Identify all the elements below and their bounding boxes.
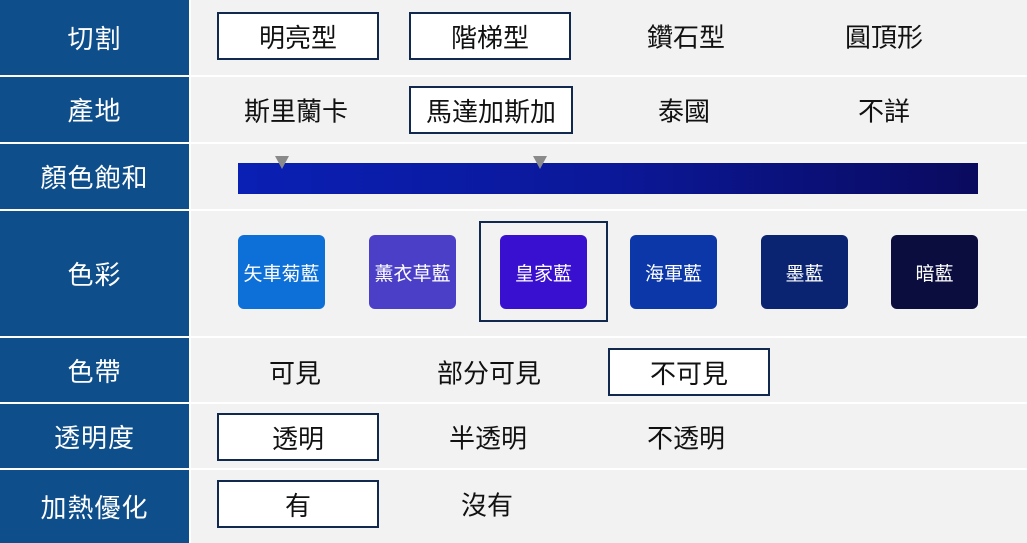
row-content-band: 可見 部分可見 不可見	[191, 338, 1027, 402]
row-content-heat: 有 沒有	[191, 470, 1027, 543]
row-band: 色帶 可見 部分可見 不可見	[0, 338, 1027, 402]
row-content-transparency: 透明 半透明 不透明	[191, 404, 1027, 468]
row-heat: 加熱優化 有 沒有	[0, 470, 1027, 543]
option-cut-step[interactable]: 階梯型	[409, 12, 571, 60]
row-color: 色彩 矢車菊藍 薰衣草藍 皇家藍 海軍藍 墨藍 暗藍	[0, 211, 1027, 336]
saturation-slider-track[interactable]	[238, 163, 978, 194]
saturation-range-end-handle[interactable]	[533, 156, 547, 169]
option-origin-unknown[interactable]: 不詳	[857, 97, 911, 128]
swatch-royal-blue[interactable]: 皇家藍	[500, 235, 587, 309]
option-origin-thailand[interactable]: 泰國	[657, 97, 711, 128]
row-label-transparency: 透明度	[0, 404, 189, 468]
option-band-visible[interactable]: 可見	[268, 359, 322, 390]
swatch-lavender-blue[interactable]: 薰衣草藍	[369, 235, 456, 309]
option-band-partial[interactable]: 部分可見	[436, 359, 542, 390]
option-band-invisible[interactable]: 不可見	[608, 348, 770, 396]
row-cut: 切割 明亮型 階梯型 鑽石型 圓頂形	[0, 0, 1027, 75]
row-origin: 產地 斯里蘭卡 馬達加斯加 泰國 不詳	[0, 77, 1027, 142]
row-content-saturation	[191, 144, 1027, 209]
row-content-cut: 明亮型 階梯型 鑽石型 圓頂形	[191, 0, 1027, 75]
swatch-dark-blue[interactable]: 暗藍	[891, 235, 978, 309]
swatch-cornflower-blue[interactable]: 矢車菊藍	[238, 235, 325, 309]
row-label-saturation: 顏色飽和	[0, 144, 189, 209]
row-label-cut: 切割	[0, 0, 189, 75]
option-cut-diamond[interactable]: 鑽石型	[646, 23, 726, 54]
option-origin-sri-lanka[interactable]: 斯里蘭卡	[243, 97, 349, 128]
row-label-origin: 產地	[0, 77, 189, 142]
option-transparency-semi[interactable]: 半透明	[448, 424, 528, 455]
color-selection-frame	[479, 221, 608, 322]
option-transparency-clear[interactable]: 透明	[217, 413, 379, 461]
option-transparency-opaque[interactable]: 不透明	[646, 424, 726, 455]
row-label-heat: 加熱優化	[0, 470, 189, 543]
row-label-color: 色彩	[0, 211, 189, 336]
option-heat-yes[interactable]: 有	[217, 480, 379, 528]
row-content-color: 矢車菊藍 薰衣草藍 皇家藍 海軍藍 墨藍 暗藍	[191, 211, 1027, 336]
row-content-origin: 斯里蘭卡 馬達加斯加 泰國 不詳	[191, 77, 1027, 142]
option-cut-cabochon[interactable]: 圓頂形	[844, 23, 924, 54]
row-label-band: 色帶	[0, 338, 189, 402]
swatch-navy-blue[interactable]: 海軍藍	[630, 235, 717, 309]
saturation-range-start-handle[interactable]	[275, 156, 289, 169]
option-heat-no[interactable]: 沒有	[460, 491, 514, 522]
row-saturation: 顏色飽和	[0, 144, 1027, 209]
option-origin-madagascar[interactable]: 馬達加斯加	[409, 86, 573, 134]
option-cut-brilliant[interactable]: 明亮型	[217, 12, 379, 60]
swatch-ink-blue[interactable]: 墨藍	[761, 235, 848, 309]
row-transparency: 透明度 透明 半透明 不透明	[0, 404, 1027, 468]
